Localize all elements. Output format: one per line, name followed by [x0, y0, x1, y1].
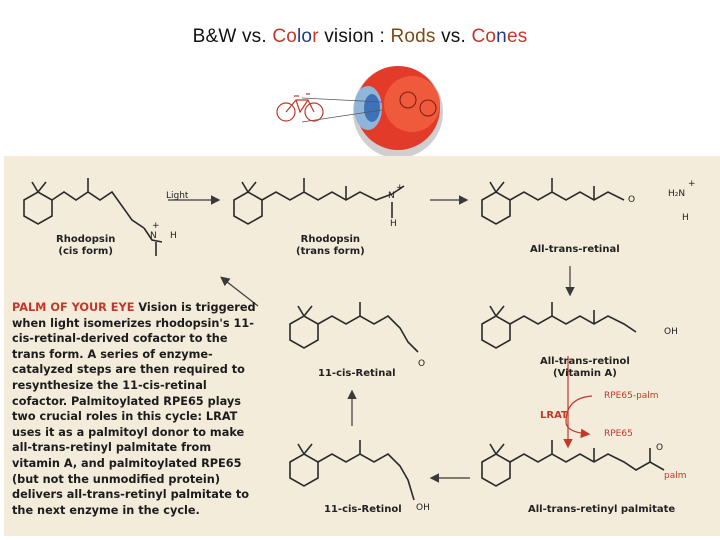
all-trans-retinol-name: All-trans-retinol — [540, 356, 630, 367]
lrat-arrow — [565, 395, 593, 439]
all-trans-retinal-label: All-trans-retinal — [530, 244, 620, 255]
title-rods: Rods — [390, 26, 436, 47]
title-bw-text: B&W vs. — [192, 26, 273, 47]
title-cones-co: Co — [471, 26, 497, 47]
figure-caption: PALM OF YOUR EYE Vision is triggered whe… — [12, 300, 262, 518]
retina-image-wheel-2 — [419, 99, 437, 117]
atom-o-2: O — [418, 359, 426, 369]
atom-oh-2: OH — [416, 503, 430, 513]
atom-plus-2: + — [396, 183, 404, 193]
title-color-lo: lo — [297, 26, 313, 47]
all-trans-retinol-label: All-trans-retinol (Vitamin A) — [540, 356, 630, 380]
lens — [364, 94, 380, 122]
atom-palm: palm — [664, 471, 687, 481]
rhodopsin-cis-form: (cis form) — [58, 246, 113, 257]
atom-h-3: H — [682, 213, 689, 223]
title-color-co: Co — [272, 26, 298, 47]
all-trans-retinyl-palmitate-label: All-trans-retinyl palmitate — [528, 504, 676, 515]
atom-plus-3: + — [688, 179, 696, 189]
title-cones-n: n — [496, 26, 507, 47]
all-trans-retinal-structure — [481, 178, 625, 225]
rhodopsin-trans-structure — [233, 178, 405, 225]
atom-o-3: O — [656, 443, 664, 453]
atom-h-1: H — [170, 231, 177, 241]
rhodopsin-trans-label: Rhodopsin (trans form) — [296, 234, 365, 258]
light-label: Light — [166, 191, 189, 201]
all-trans-retinyl-palmitate-structure — [481, 440, 665, 487]
rhodopsin-cis-label: Rhodopsin (cis form) — [56, 234, 115, 258]
title-cones-es: es — [506, 26, 528, 47]
atom-h2n: H₂N — [668, 189, 686, 199]
rpe65-label: RPE65 — [604, 429, 633, 439]
caption-body: Vision is triggered when light isomerize… — [12, 301, 256, 517]
rhodopsin-cis-structure — [23, 178, 163, 256]
retina-image-wheel-1 — [399, 91, 417, 109]
lrat-label: LRAT — [540, 410, 568, 421]
slide-title: B&W vs. Color vision : Rods vs. Cones — [0, 26, 720, 48]
atom-o-1: O — [628, 195, 636, 205]
light-ray-top — [301, 97, 383, 103]
atom-plus-1: + — [152, 221, 160, 231]
atom-h-2: H — [390, 219, 397, 229]
bicycle-icon — [276, 93, 324, 122]
eye-illustration — [276, 66, 443, 158]
all-trans-retinol-structure — [481, 302, 637, 349]
eleven-cis-retinal-structure — [289, 302, 419, 353]
vitamin-a-label: (Vitamin A) — [552, 368, 617, 379]
title-vs-text: vs. — [435, 26, 472, 47]
eleven-cis-retinal-label: 11-cis-Retinal — [318, 368, 396, 379]
eleven-cis-retinol-label: 11-cis-Retinol — [324, 504, 402, 515]
rpe65-palm-label: RPE65-palm — [604, 391, 659, 401]
caption-heading: PALM OF YOUR EYE — [12, 301, 135, 314]
title-color-r: r — [312, 26, 319, 47]
rhodopsin-trans-name: Rhodopsin — [300, 234, 361, 245]
title-vision-text: vision : — [318, 26, 391, 47]
atom-oh-1: OH — [664, 327, 678, 337]
rhodopsin-cis-name: Rhodopsin — [56, 234, 116, 245]
retinoid-cycle-diagram — [23, 178, 665, 501]
atom-n-2: N — [388, 191, 395, 201]
eleven-cis-retinol-structure — [289, 440, 415, 501]
atom-n-1: N — [150, 231, 157, 241]
eyeball-inner — [384, 76, 440, 132]
rhodopsin-trans-form: (trans form) — [296, 246, 365, 257]
light-ray-bottom — [301, 109, 383, 123]
recombination-arrow — [220, 276, 259, 307]
retinoid-cycle-panel — [4, 156, 720, 536]
